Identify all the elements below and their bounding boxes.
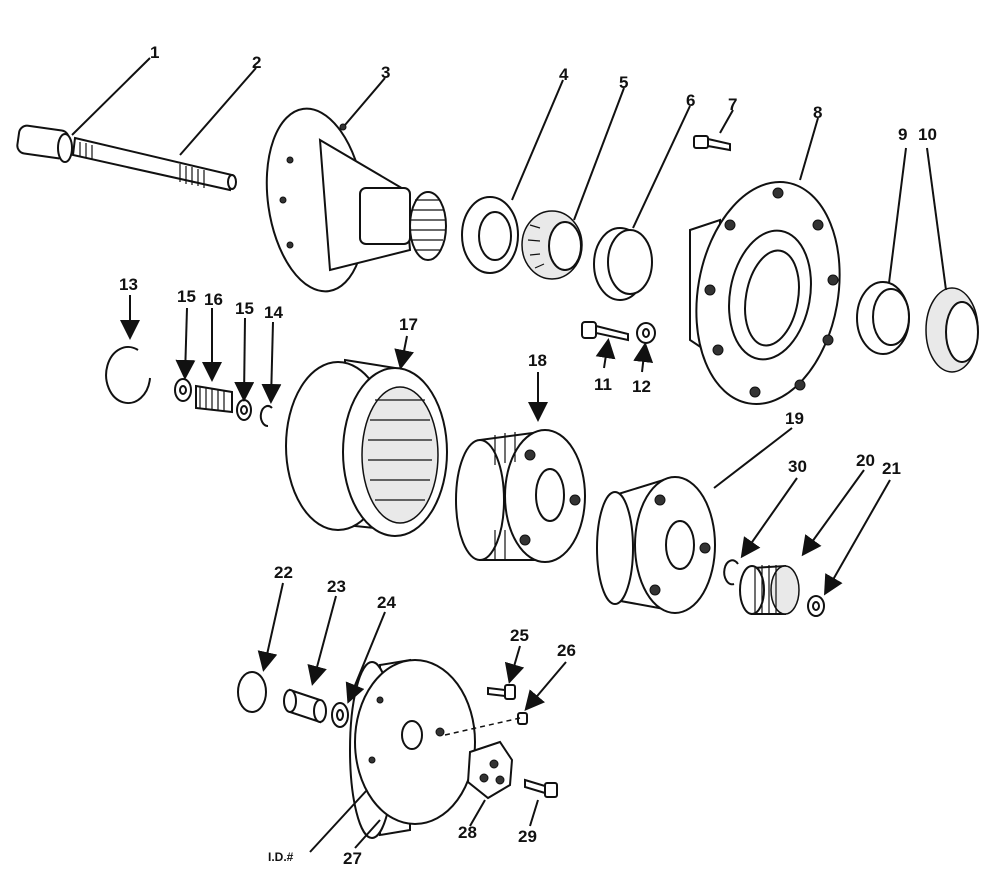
part-20-sun-gear [739, 564, 800, 615]
callout-16: 16 [204, 290, 223, 309]
callout-25: 25 [510, 626, 529, 645]
callout-13: 13 [119, 275, 138, 294]
part-25-bolt [487, 684, 516, 700]
callout-27: 27 [343, 849, 362, 868]
part-4-bearing [461, 196, 519, 274]
callout-22: 22 [274, 563, 293, 582]
callout-29: 29 [518, 827, 537, 846]
part-24-washer [331, 702, 349, 728]
callout-2: 2 [252, 53, 261, 72]
part-3-spindle [265, 107, 447, 293]
part-9-cup [856, 281, 910, 355]
callout-labels: 1 2 3 4 5 6 7 8 9 10 11 12 13 14 15 15 1… [119, 43, 937, 868]
part-28-drive-plate [466, 740, 514, 800]
callout-21: 21 [882, 459, 901, 478]
callout-19: 19 [785, 409, 804, 428]
callout-12: 12 [632, 377, 651, 396]
part-19-planet-carrier [596, 476, 716, 614]
callout-10: 10 [918, 125, 937, 144]
leader-lines [71, 57, 947, 853]
callout-1: 1 [150, 43, 159, 62]
callout-28: 28 [458, 823, 477, 842]
callout-8: 8 [813, 103, 822, 122]
part-14-clip [259, 405, 273, 428]
callout-7: 7 [728, 95, 737, 114]
part-17-ring-gear [285, 358, 448, 537]
part-6-cup [593, 227, 653, 301]
callout-15a: 15 [177, 287, 196, 306]
part-8-hub [689, 181, 841, 405]
callout-17: 17 [399, 315, 418, 334]
part-15-washer-a [174, 378, 192, 402]
part-23-pin [283, 688, 327, 724]
part-15-washer-b [236, 399, 252, 421]
part-2-shaft [71, 136, 237, 192]
part-10-roller-bearing [925, 287, 979, 373]
part-30-clip [723, 559, 739, 586]
callout-24: 24 [377, 593, 396, 612]
part-7-bolt [693, 135, 731, 152]
callout-4: 4 [559, 65, 569, 84]
callout-9: 9 [898, 125, 907, 144]
alignment-dashed-line [444, 717, 521, 736]
part-22-ring [237, 671, 267, 713]
part-12-washer [636, 322, 656, 344]
part-21-washer [807, 595, 825, 617]
callout-20: 20 [856, 451, 875, 470]
callout-18: 18 [528, 351, 547, 370]
callout-26: 26 [557, 641, 576, 660]
id-mark-label: I.D.# [268, 850, 294, 864]
part-13-snap-ring [105, 346, 151, 404]
callout-6: 6 [686, 91, 695, 110]
callout-5: 5 [619, 73, 628, 92]
part-11-pin [581, 321, 629, 342]
part-29-bolt [524, 778, 558, 798]
part-27-cover [349, 658, 476, 839]
callout-3: 3 [381, 63, 390, 82]
callout-23: 23 [327, 577, 346, 596]
callout-30: 30 [788, 457, 807, 476]
part-1-sleeve [16, 124, 73, 163]
part-16-spring [195, 384, 233, 414]
part-18-planet-carrier [455, 429, 586, 563]
callout-11: 11 [594, 375, 612, 394]
callout-14: 14 [264, 303, 283, 322]
part-5-roller-bearing [521, 210, 583, 280]
callout-15b: 15 [235, 299, 254, 318]
